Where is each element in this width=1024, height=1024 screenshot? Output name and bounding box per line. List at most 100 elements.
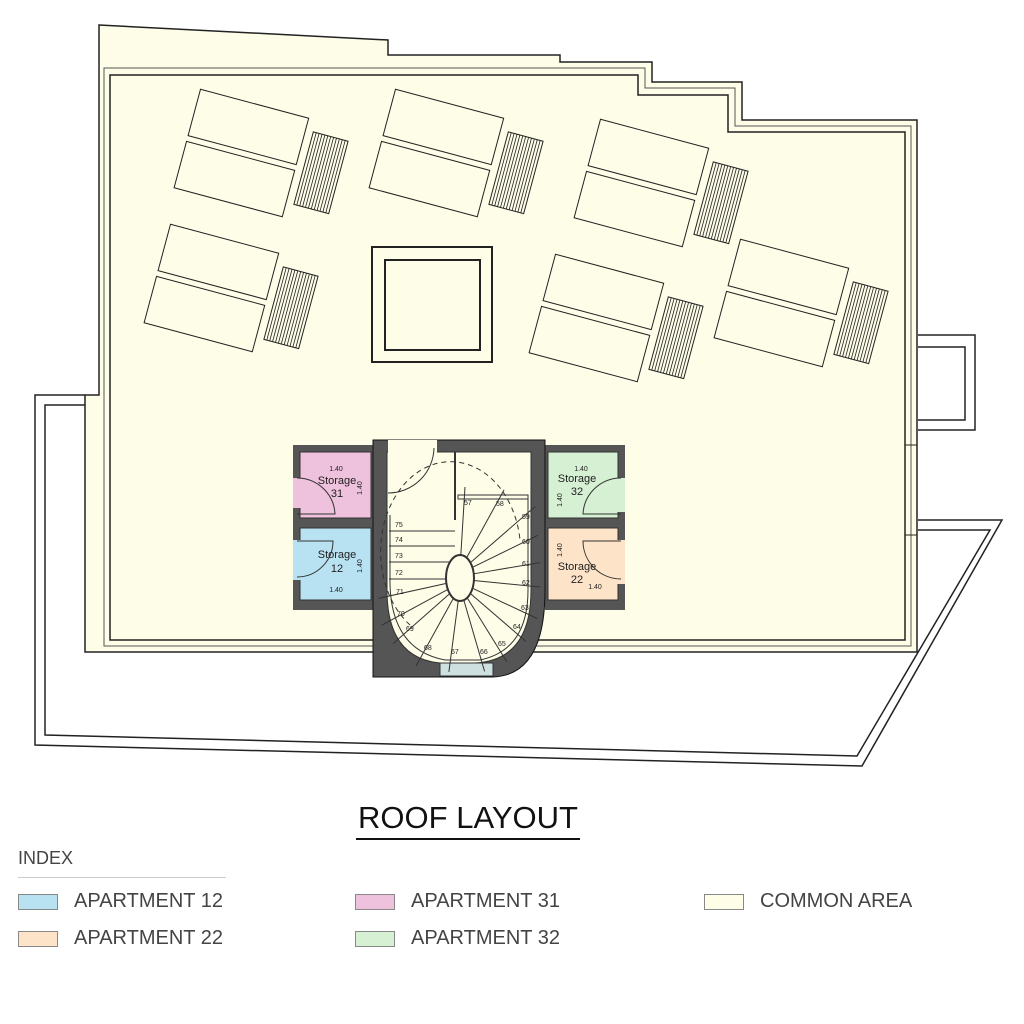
- solar-panels: [143, 88, 889, 383]
- legend-item: APARTMENT 32: [355, 927, 560, 950]
- door-swing: [296, 477, 336, 515]
- step-number: 57: [464, 500, 472, 507]
- stair-newel: [445, 554, 475, 602]
- dimension: 1.40: [357, 559, 364, 573]
- legend-item: APARTMENT 31: [355, 890, 560, 913]
- step-number: 70: [397, 611, 405, 618]
- dimension: 1.40: [557, 493, 564, 507]
- storage-number: 12: [331, 563, 343, 575]
- hatched-panel: [693, 161, 749, 245]
- step-number: 62: [522, 580, 530, 587]
- step-number: 64: [513, 624, 521, 631]
- step-number: 74: [395, 537, 403, 544]
- step-number: 73: [395, 553, 403, 560]
- storage-12: [299, 527, 372, 601]
- solar-panel: [713, 290, 836, 368]
- door-swing: [582, 540, 622, 580]
- balcony-inner: [918, 346, 966, 421]
- solar-panel: [573, 170, 696, 248]
- terrace-outline: [34, 394, 1004, 767]
- solar-panel: [528, 305, 651, 383]
- hatched-panel: [263, 266, 319, 350]
- dimension: 1.40: [329, 466, 343, 473]
- step-number: 60: [522, 539, 530, 546]
- stair-tread: [381, 588, 449, 626]
- step-number: 72: [395, 570, 403, 577]
- solar-panel-group: [173, 88, 349, 218]
- stair-tread: [378, 582, 447, 599]
- stair-tread: [415, 597, 455, 667]
- dimension: 1.40: [557, 543, 564, 557]
- stair-tread: [466, 596, 508, 662]
- stair-tread: [460, 486, 466, 557]
- solar-panel-group: [573, 118, 749, 248]
- solar-panel: [542, 253, 665, 331]
- skylight-inner: [384, 259, 481, 351]
- solar-panel: [382, 88, 505, 166]
- dimension: 1.40: [357, 481, 364, 495]
- hatched-panel: [293, 131, 349, 215]
- legend-swatch: [18, 893, 58, 910]
- step-number: 59: [522, 514, 530, 521]
- legend-item: APARTMENT 22: [18, 927, 223, 950]
- dimension: 1.40: [329, 587, 343, 594]
- dimension: 1.40: [574, 466, 588, 473]
- stair-tread: [469, 592, 527, 642]
- dimension: 1.40: [588, 584, 602, 591]
- stair-tread: [465, 489, 505, 559]
- step-number: 75: [395, 522, 403, 529]
- stair-tread: [473, 579, 540, 588]
- stair-tread: [448, 599, 459, 672]
- legend-item: APARTMENT 12: [18, 890, 223, 913]
- stair-tread: [469, 506, 536, 564]
- storage-label: Storage: [318, 549, 357, 561]
- legend-item: COMMON AREA: [704, 890, 912, 913]
- solar-panel: [587, 118, 710, 196]
- step-number: 69: [406, 626, 414, 633]
- drawing-title: ROOF LAYOUT: [0, 800, 936, 840]
- step-number: 71: [396, 589, 404, 596]
- legend-swatch: [704, 893, 744, 910]
- solar-panel-group: [143, 223, 319, 353]
- solar-panel: [368, 140, 491, 218]
- solar-panel-group: [368, 88, 544, 218]
- solar-panel-group: [713, 238, 889, 368]
- storage-label: Storage: [558, 561, 597, 573]
- legend-swatch: [18, 930, 58, 947]
- terrace-outline-inner: [44, 404, 992, 757]
- storage-label: Storage: [318, 475, 357, 487]
- stair-tread: [472, 534, 539, 568]
- index-heading: INDEX: [18, 848, 226, 878]
- door-swing: [582, 477, 622, 515]
- legend-swatch: [355, 893, 395, 910]
- solar-panel: [173, 140, 296, 218]
- balcony: [918, 334, 976, 431]
- solar-panel: [143, 275, 266, 353]
- stair-exit: [439, 662, 494, 677]
- solar-panel: [727, 238, 850, 316]
- step-number: 68: [424, 645, 432, 652]
- stair-tread: [463, 599, 486, 672]
- storage-label: Storage: [558, 473, 597, 485]
- step-number: 65: [498, 641, 506, 648]
- storage-number: 31: [331, 488, 343, 500]
- stair-tread: [473, 562, 540, 575]
- solar-panel-group: [528, 253, 704, 383]
- step-number: 63: [521, 605, 529, 612]
- legend-swatch: [355, 930, 395, 947]
- step-number: 67: [451, 649, 459, 656]
- hatched-panel: [488, 131, 544, 215]
- step-number: 61: [522, 561, 530, 568]
- storage-22: [547, 527, 619, 601]
- skylight: [371, 246, 493, 363]
- stair-tread: [472, 587, 538, 619]
- step-number: 58: [496, 501, 504, 508]
- hatched-panel: [833, 281, 889, 365]
- solar-panel: [157, 223, 280, 301]
- step-number: 66: [480, 649, 488, 656]
- storage-32: [547, 451, 619, 519]
- storage-number: 22: [571, 574, 583, 586]
- hatched-panel: [648, 296, 704, 380]
- storage-number: 32: [571, 486, 583, 498]
